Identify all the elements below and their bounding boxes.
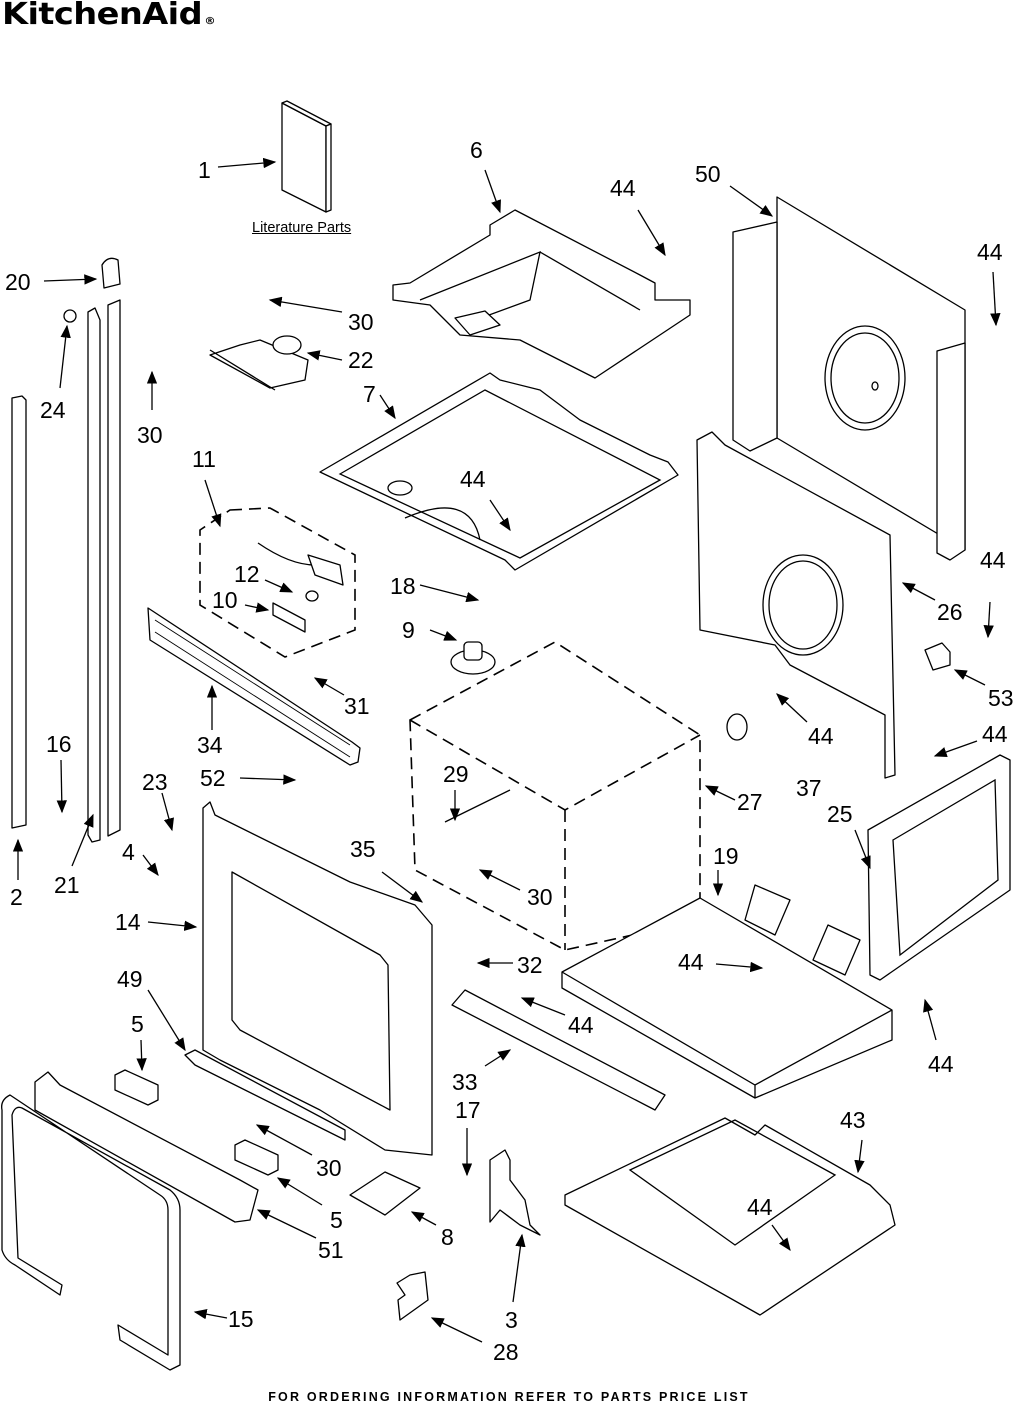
callout-44: 44 bbox=[980, 547, 1006, 573]
callout-34: 34 bbox=[197, 732, 223, 758]
callout-18: 18 bbox=[390, 573, 416, 599]
callout-11: 11 bbox=[192, 446, 216, 472]
callout-30: 30 bbox=[527, 884, 553, 910]
callout-31: 31 bbox=[344, 693, 370, 719]
callout-4: 4 bbox=[122, 839, 135, 865]
callout-44: 44 bbox=[928, 1051, 954, 1077]
part-side-panel bbox=[867, 754, 1011, 981]
part-top-shield bbox=[392, 209, 691, 379]
callout-labels: 1 6 44 50 44 20 30 22 24 30 7 11 44 12 1… bbox=[5, 137, 1014, 1365]
callout-14: 14 bbox=[115, 909, 141, 935]
callout-5: 5 bbox=[131, 1011, 144, 1037]
part-thermal-fuse-bracket bbox=[726, 642, 951, 741]
part-rear-frame bbox=[696, 431, 896, 779]
callout-8: 8 bbox=[441, 1224, 454, 1250]
part-hinge-bracket bbox=[489, 1149, 541, 1236]
brand-name: KitchenAid bbox=[2, 0, 203, 32]
part-side-trims bbox=[11, 257, 121, 843]
part-oven-cavity bbox=[409, 641, 701, 951]
part-hinge-receptacle bbox=[396, 1271, 429, 1321]
part-door-latch bbox=[209, 335, 309, 391]
part-base-tray bbox=[564, 1117, 896, 1316]
callout-44: 44 bbox=[982, 721, 1008, 747]
part-fan-motor bbox=[450, 641, 496, 675]
part-rear-panel bbox=[732, 196, 966, 561]
callout-9: 9 bbox=[402, 617, 415, 643]
callout-37: 37 bbox=[796, 775, 822, 801]
callout-32: 32 bbox=[517, 952, 543, 978]
callout-22: 22 bbox=[348, 347, 374, 373]
part-bracket-8 bbox=[349, 1171, 421, 1216]
callout-33: 33 bbox=[452, 1069, 478, 1095]
callout-53: 53 bbox=[988, 685, 1014, 711]
callout-26: 26 bbox=[937, 599, 963, 625]
ordering-footer-note: FOR ORDERING INFORMATION REFER TO PARTS … bbox=[268, 1390, 750, 1404]
callout-16: 16 bbox=[46, 731, 72, 757]
callout-23: 23 bbox=[142, 769, 168, 795]
part-trim-33 bbox=[451, 989, 666, 1111]
callout-30: 30 bbox=[348, 309, 374, 335]
callout-29: 29 bbox=[443, 761, 469, 787]
callout-49: 49 bbox=[117, 966, 143, 992]
callout-7: 7 bbox=[363, 381, 376, 407]
callout-10: 10 bbox=[212, 587, 238, 613]
part-light-assembly bbox=[199, 507, 356, 658]
callout-28: 28 bbox=[493, 1339, 519, 1365]
registered-mark: ® bbox=[204, 16, 216, 27]
callout-17: 17 bbox=[455, 1097, 481, 1123]
callout-44: 44 bbox=[977, 239, 1003, 265]
callout-1: 1 bbox=[198, 157, 211, 183]
callout-2: 2 bbox=[10, 884, 23, 910]
part-gasket bbox=[1, 1094, 181, 1371]
callout-44: 44 bbox=[747, 1194, 773, 1220]
part-literature bbox=[281, 100, 332, 213]
part-vent-trim bbox=[34, 1071, 259, 1223]
leader-lines bbox=[12, 157, 1001, 1343]
callout-21: 21 bbox=[54, 872, 80, 898]
part-front-frame bbox=[202, 801, 433, 1156]
callout-24: 24 bbox=[40, 397, 66, 423]
callout-44: 44 bbox=[678, 949, 704, 975]
callout-15: 15 bbox=[228, 1306, 254, 1332]
callout-27: 27 bbox=[737, 789, 763, 815]
callout-3: 3 bbox=[505, 1307, 518, 1333]
callout-30: 30 bbox=[316, 1155, 342, 1181]
callout-5: 5 bbox=[330, 1207, 343, 1233]
callout-44: 44 bbox=[808, 723, 834, 749]
callout-50: 50 bbox=[695, 161, 721, 187]
callout-44: 44 bbox=[568, 1012, 594, 1038]
callout-20: 20 bbox=[5, 269, 31, 295]
part-vent-grille bbox=[147, 607, 361, 766]
callout-6: 6 bbox=[470, 137, 483, 163]
part-spacers bbox=[114, 1069, 279, 1176]
callout-44: 44 bbox=[460, 466, 486, 492]
callout-19: 19 bbox=[713, 843, 739, 869]
callout-51: 51 bbox=[318, 1237, 344, 1263]
callout-30: 30 bbox=[137, 422, 163, 448]
callout-44: 44 bbox=[610, 175, 636, 201]
callout-25: 25 bbox=[827, 801, 853, 827]
callout-35: 35 bbox=[350, 836, 376, 862]
part-oven-top bbox=[319, 372, 679, 571]
callout-12: 12 bbox=[234, 561, 260, 587]
callout-43: 43 bbox=[840, 1107, 866, 1133]
brand-logo: KitchenAid® bbox=[2, 0, 216, 37]
part-bottom-shield bbox=[561, 884, 893, 1099]
part-support-49 bbox=[184, 1049, 346, 1141]
callout-52: 52 bbox=[200, 765, 226, 791]
literature-parts-caption: Literature Parts bbox=[252, 220, 352, 236]
